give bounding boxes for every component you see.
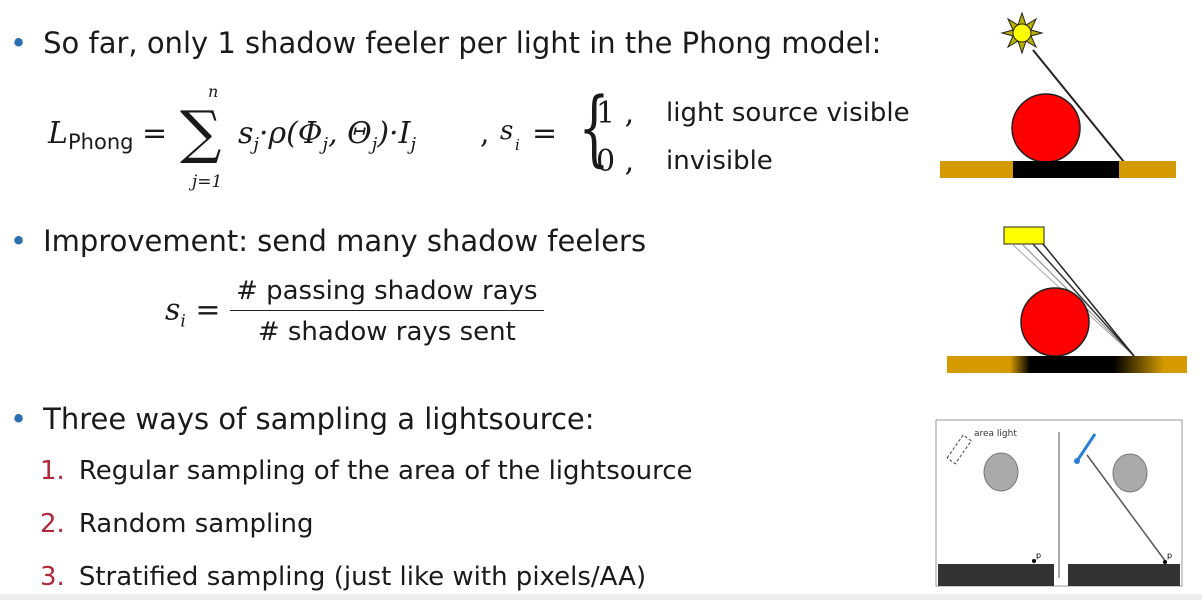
lhs: s: [165, 292, 181, 328]
list-item: 2. Random sampling: [40, 509, 313, 539]
sum-body: sj·ρ(Φj, Θj)·Ij: [238, 116, 416, 155]
case-invisible-text: invisible: [666, 146, 773, 176]
sun-icon: [1000, 11, 1044, 55]
sampling-figure: area light p p: [935, 419, 1183, 587]
bullet-dot: •: [10, 402, 28, 436]
ratio-formula: si = # passing shadow rays# shadow rays …: [165, 276, 544, 347]
bullet-text: Improvement: send many shadow feelers: [43, 224, 647, 258]
lhs: L: [48, 116, 68, 151]
theta: , Θ: [328, 116, 372, 151]
item-text: Random sampling: [78, 509, 314, 539]
bullet-text: So far, only 1 shadow feeler per light i…: [43, 26, 882, 60]
footer-strip: [0, 594, 1202, 600]
bullet-dot: •: [10, 26, 28, 60]
list-item: 1. Regular sampling of the area of the li…: [40, 456, 693, 486]
area-light-label: area light: [974, 429, 1017, 439]
rho-phi: ·ρ(Φ: [259, 116, 323, 151]
illustrations: area light p p: [935, 11, 1187, 587]
equals-sign: =: [532, 116, 558, 151]
s-term: s: [238, 116, 254, 151]
s-label: s: [500, 116, 514, 146]
case-visible-value: 1 ,: [596, 96, 635, 131]
bullet-text: Three ways of sampling a lightsource:: [43, 402, 595, 436]
intensity-sub: j: [410, 134, 417, 155]
theta-sub: j: [371, 134, 378, 155]
intensity-term: )·I: [377, 116, 411, 151]
lhs-sub: Phong: [68, 130, 134, 154]
comma: ,: [480, 116, 490, 151]
brace: {: [578, 81, 610, 176]
item-number: 3.: [40, 562, 65, 592]
bullet-1: • So far, only 1 shadow feeler per light …: [10, 26, 881, 60]
phi-sub: j: [322, 134, 329, 155]
lhs-sub: i: [180, 311, 186, 332]
point-label: p: [1036, 551, 1041, 560]
sum-bottom: j=1: [192, 172, 223, 192]
s-label-sub: i: [515, 136, 520, 154]
denominator: # shadow rays sent: [257, 317, 516, 347]
numerator: # passing shadow rays: [230, 276, 544, 311]
item-text: Regular sampling of the area of the ligh…: [78, 456, 693, 486]
s-term-sub: j: [253, 134, 259, 155]
bullet-dot: •: [10, 224, 28, 258]
bullet-2: • Improvement: send many shadow feelers: [10, 224, 646, 258]
case-visible-text: light source visible: [666, 98, 910, 128]
equals-sign: =: [142, 116, 168, 151]
sum-top: n: [208, 82, 219, 101]
point-label: p: [1167, 551, 1172, 560]
sum-symbol: ∑: [180, 98, 222, 166]
point-light-figure: [940, 11, 1176, 178]
area-light-figure: [947, 226, 1187, 373]
item-number: 1.: [40, 456, 65, 486]
bullet-3: • Three ways of sampling a lightsource:: [10, 402, 595, 436]
item-number: 2.: [40, 509, 65, 539]
item-text: Stratified sampling (just like with pixe…: [78, 562, 647, 592]
fraction: # passing shadow rays # shadow rays sent: [230, 276, 544, 347]
list-item: 3. Stratified sampling (just like with pi…: [40, 562, 646, 592]
case-invisible-value: 0 ,: [596, 144, 635, 179]
